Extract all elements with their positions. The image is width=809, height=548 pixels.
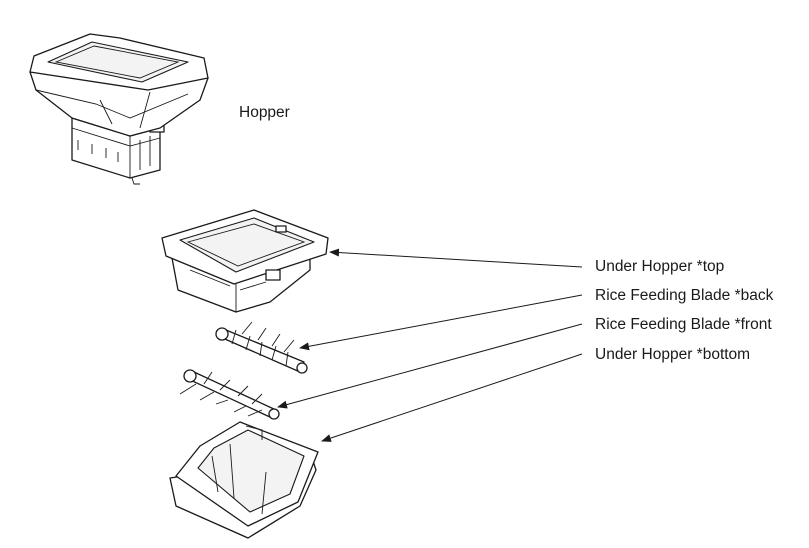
label-under-hopper-bottom: Under Hopper *bottom [595,346,751,363]
rice-feeding-blade-back-illustration [215,321,308,374]
label-under-hopper-top: Under Hopper *top [595,258,725,275]
label-rice-feeding-blade-front: Rice Feeding Blade *front [595,316,772,333]
leader-rice-blade-front [277,323,583,409]
rice-feeding-blade-front-illustration [179,369,280,420]
label-rice-feeding-blade-back: Rice Feeding Blade *back [595,287,774,304]
leader-under-hopper-top [329,248,583,268]
hopper-illustration [29,33,209,185]
label-hopper: Hopper [239,104,290,121]
leader-under-hopper-bottom [321,353,583,442]
under-hopper-bottom-illustration [169,421,319,539]
leader-rice-blade-back [299,294,583,351]
under-hopper-top-illustration [161,209,329,313]
